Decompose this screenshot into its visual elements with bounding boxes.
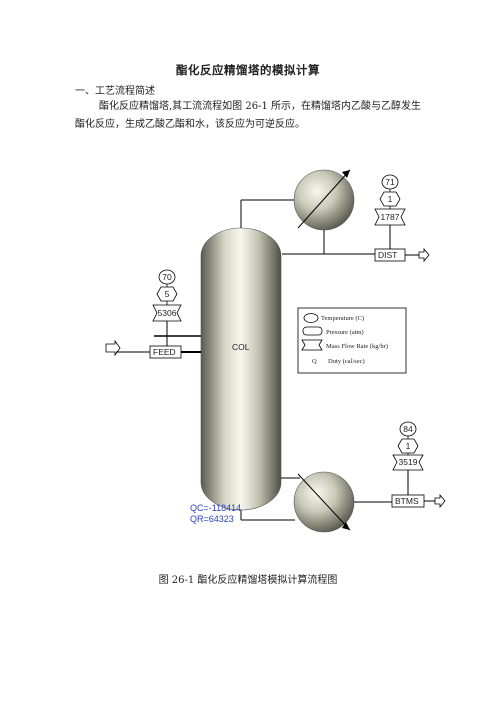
page-title: 酯化反应精馏塔的模拟计算 (176, 63, 320, 77)
section-heading: 一、工艺流程简述 (75, 86, 155, 97)
legend-mass-flow: Mass Flow Rate (kg/hr) (326, 343, 388, 350)
dist-mass-flow: 1787 (381, 212, 400, 222)
dist-label: DIST (378, 250, 397, 260)
reboiler (240, 471, 392, 533)
btms-pressure: 1 (406, 441, 411, 451)
dist-pressure: 1 (388, 194, 393, 204)
dist-data-tag: 71 1 1787 (374, 174, 406, 226)
btms-data-tag: 84 1 3519 (392, 421, 424, 471)
condenser-duty: QC=-118414 (190, 503, 241, 513)
figure-caption: 图 26-1 酯化反应精馏塔模拟计算流程图 (158, 575, 338, 586)
feed-stream: FEED (105, 321, 201, 359)
feed-mass-flow: 5306 (158, 308, 177, 318)
legend-duty: Duty (cal/sec) (328, 358, 365, 365)
legend: Temperature (C) Pressure (atm) Mass Flow… (297, 307, 407, 374)
column-label: COL (232, 342, 250, 352)
btms-temperature: 84 (403, 424, 413, 434)
btms-mass-flow: 3519 (399, 457, 418, 467)
feed-data-tag: 70 5 5306 (152, 269, 182, 322)
feed-temperature: 70 (162, 272, 172, 282)
dist-temperature: 71 (385, 177, 395, 187)
legend-duty-symbol: Q (312, 358, 317, 365)
legend-pressure-icon (302, 326, 323, 336)
legend-temperature: Temperature (C) (321, 315, 364, 322)
legend-mass-flow-icon (301, 339, 323, 351)
legend-temperature-icon (303, 313, 319, 323)
description-paragraph: 酯化反应精馏塔,其工流流程如图 26-1 所示，在精馏塔内乙酸与乙醇发生酯化反应… (75, 101, 422, 130)
legend-pressure: Pressure (atm) (326, 329, 364, 336)
distillation-column: COL (200, 227, 282, 511)
feed-pressure: 5 (165, 289, 170, 299)
reboiler-duty: QR=64323 (190, 514, 234, 524)
feed-label: FEED (153, 347, 176, 357)
dist-stream: DIST (374, 225, 430, 263)
btms-label: BTMS (395, 496, 419, 506)
btms-stream: BTMS (391, 470, 446, 509)
condenser (240, 169, 375, 255)
